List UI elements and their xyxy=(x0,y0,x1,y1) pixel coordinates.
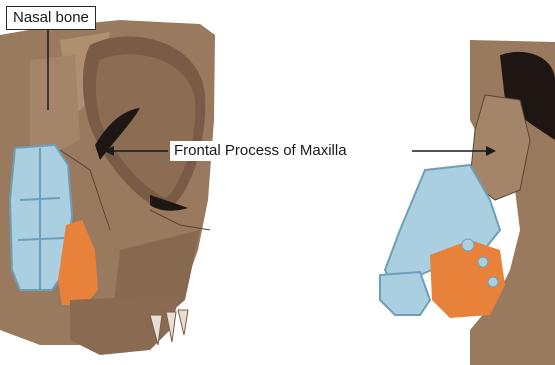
frontal-process-label: Frontal Process of Maxilla xyxy=(170,141,351,161)
nasal-tip-blue xyxy=(380,272,430,315)
frontal-skull-view xyxy=(0,20,215,355)
nasal-bone-region xyxy=(30,55,80,150)
maxilla-lower xyxy=(70,295,180,355)
nasal-bone-label: Nasal bone xyxy=(6,6,96,30)
lateral-nose-view xyxy=(380,40,555,365)
